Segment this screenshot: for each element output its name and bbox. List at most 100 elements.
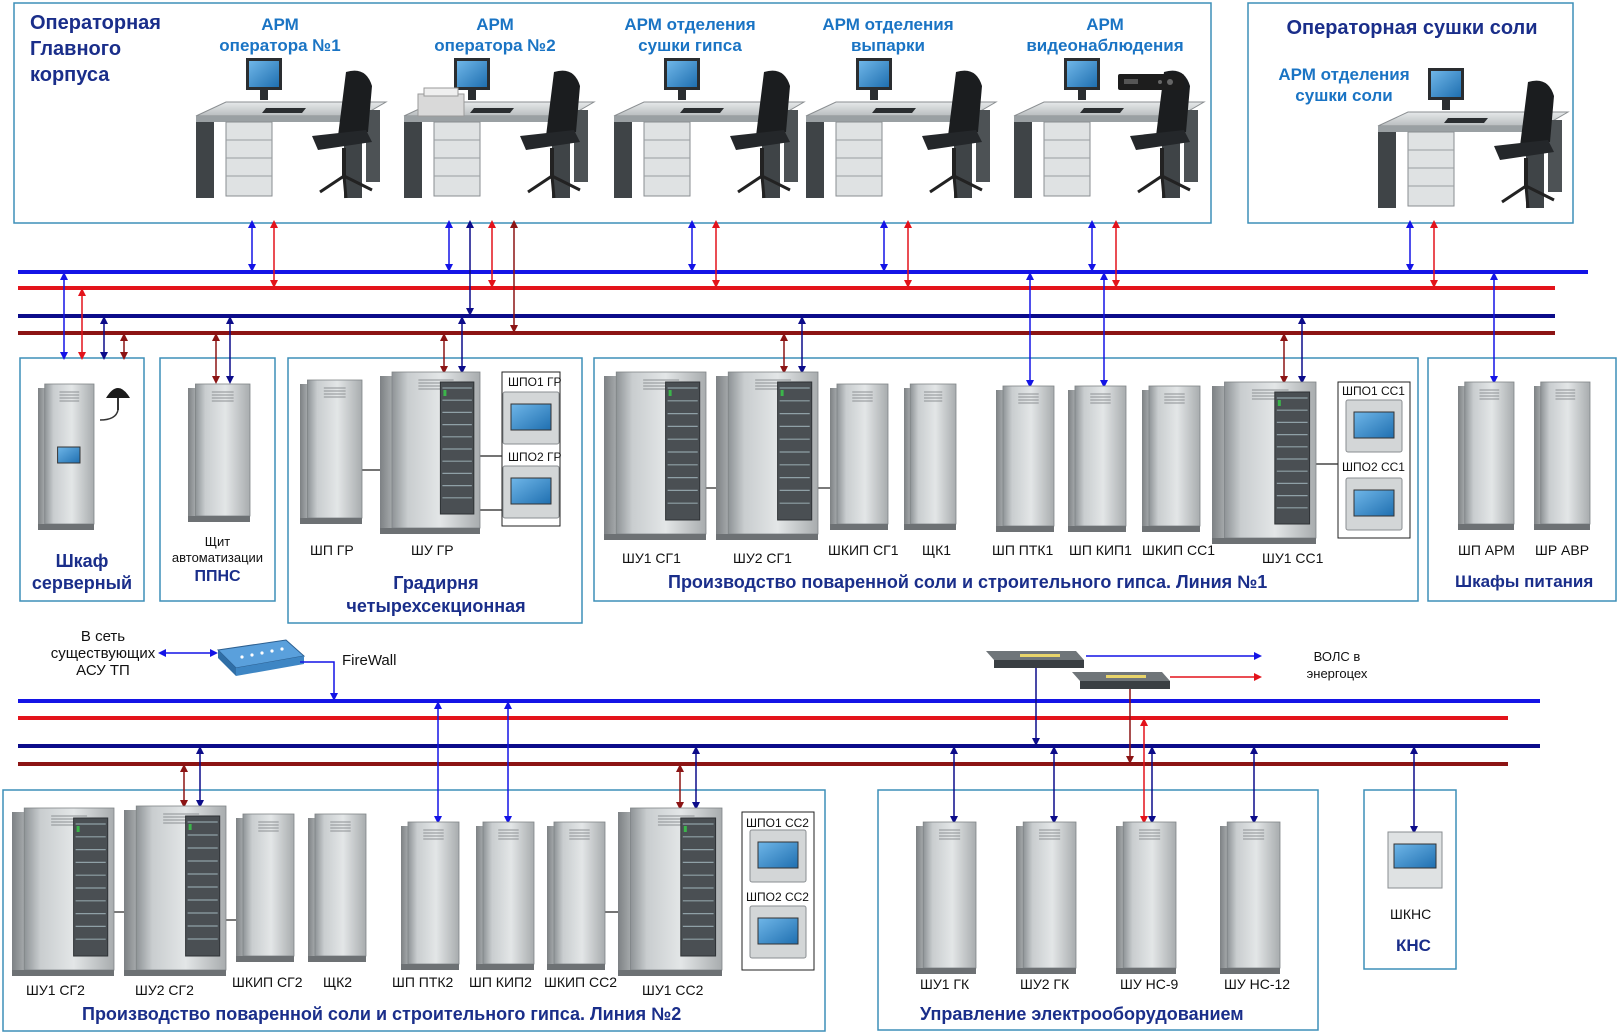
arm-operator-2-label: АРМ оператора №2 <box>425 14 565 56</box>
printer-icon <box>417 87 465 117</box>
arm-label-line: сушки гипса <box>638 36 742 55</box>
arm-salt-drying-label: АРМ отделения сушки соли <box>1264 64 1424 106</box>
panel-screen-icon <box>1353 411 1395 439</box>
cabinet-label: ЩК2 <box>323 974 353 990</box>
connection-arrows <box>60 220 1498 834</box>
cabinet-label: ШУ1 СГ1 <box>622 550 681 566</box>
panel-label: ШПО2 СС1 <box>1342 460 1405 474</box>
workstation-icon <box>1377 68 1570 209</box>
frame-gradirnya <box>287 357 583 624</box>
arm-label-line: АРМ <box>261 15 299 34</box>
firewall-router-icon <box>216 639 306 676</box>
cabinet-icon <box>1534 381 1591 530</box>
cabinet-label: ШУ НС-12 <box>1224 976 1291 992</box>
external-links <box>158 649 1262 764</box>
panel-label: ШПО2 ГР <box>508 450 562 464</box>
cabinet-label: ШУ2 СГ1 <box>733 550 792 566</box>
network-label-line: ВОЛС в <box>1313 649 1361 664</box>
gradirnya-panels <box>501 371 561 527</box>
fiber-link-label: ВОЛС в энергоцех <box>1296 648 1378 682</box>
panel-label: ШПО1 СС1 <box>1342 384 1405 398</box>
network-label-line: В сеть <box>80 628 126 645</box>
arm-label-line: АРМ <box>476 15 514 34</box>
workstation-icon <box>805 58 998 199</box>
panel-screen-icon <box>1353 489 1395 517</box>
frame-line1 <box>593 357 1419 602</box>
cabinet-label: ШКИП СГ2 <box>232 974 303 990</box>
cabinet-label: ШКИП СС2 <box>544 974 618 990</box>
panel-label: ШПО2 СС2 <box>746 890 809 904</box>
gradirnya-title: Градирня четырехсекционная <box>300 572 572 618</box>
frame-electro <box>877 789 1319 1031</box>
gradirnya-title-line: четырехсекционная <box>346 596 526 616</box>
server-title-line: серверный <box>31 573 133 593</box>
operator-panels <box>501 371 1411 971</box>
operator-salt-title: Операторная сушки соли <box>1286 17 1538 39</box>
cabinet-icon <box>236 813 295 962</box>
line1-title: Производство поваренной соли и строитель… <box>668 572 1268 592</box>
arm-evaporation-label: АРМ отделения выпарки <box>813 14 963 56</box>
ppns-label-line: автоматизации <box>171 550 264 565</box>
cabinet-label: ШУ1 ГК <box>920 976 970 992</box>
workstations <box>195 58 1570 209</box>
arm-label-line: выпарки <box>850 36 926 55</box>
cabinet-icon <box>904 383 957 530</box>
cabinet-icon <box>124 805 227 976</box>
workstation-icon <box>195 58 388 199</box>
cabinet-label: ШУ2 ГК <box>1020 976 1070 992</box>
server-cabinet-title: Шкаф серверный <box>22 550 142 594</box>
existing-asu-network-label: В сеть существующих АСУ ТП <box>38 628 168 679</box>
cabinet-icon <box>916 821 977 974</box>
cabinet-icon <box>1458 381 1515 530</box>
electro-title: Управление электрооборудованием <box>920 1004 1244 1024</box>
arm-video-label: АРМ видеонаблюдения <box>1017 14 1193 56</box>
workstation-icon <box>403 58 596 199</box>
panel-screen-icon <box>510 477 552 505</box>
cabinet-icon <box>618 807 723 976</box>
cabinet-icon <box>604 371 707 540</box>
cabinet-label: ШУ1 СС2 <box>642 982 704 998</box>
cabinet-icon <box>1220 821 1281 974</box>
cabinet-label: ШП ПТК2 <box>392 974 454 990</box>
gps-antenna-icon <box>99 388 130 421</box>
arm-label-line: видеонаблюдения <box>1026 36 1184 55</box>
network-label-line: энергоцех <box>1306 666 1368 681</box>
cabinet-label: ШКИП СС1 <box>1142 542 1216 558</box>
frame-line2 <box>2 789 826 1032</box>
ppns-label: Щит автоматизации ППНС <box>162 534 273 588</box>
operator-main-title: Операторная Главного корпуса <box>30 10 161 88</box>
operator-main-title-line: Операторная <box>30 12 161 34</box>
panel-screen-icon <box>757 917 799 945</box>
arm-operator-1-label: АРМ оператора №1 <box>215 14 345 56</box>
frame-operator-main <box>13 2 1212 224</box>
network-label-line: АСУ ТП <box>76 662 130 679</box>
cabinet-label: ШУ1 СС1 <box>1262 550 1324 566</box>
arm-label-line: АРМ <box>1086 15 1124 34</box>
arm-label-line: оператора №1 <box>219 36 341 55</box>
cabinet-icon <box>476 821 535 970</box>
panel-label: ШПО1 ГР <box>508 375 562 389</box>
cabinet-icon <box>1142 385 1201 532</box>
cabinet-icon <box>1116 821 1177 974</box>
panel-screen-icon <box>757 841 799 869</box>
cabinet-icon <box>1068 385 1127 532</box>
cabinet-label: ШП КИП1 <box>1069 542 1132 558</box>
arm-label-line: АРМ отделения <box>1278 65 1410 84</box>
line2-panels <box>741 811 815 971</box>
cabinet-label: ШП ПТК1 <box>992 542 1054 558</box>
cabinet-label: ШП АРМ <box>1458 542 1515 558</box>
arm-label-line: АРМ отделения <box>822 15 954 34</box>
kns-title: КНС <box>1396 936 1431 955</box>
operator-main-title-line: корпуса <box>30 64 110 86</box>
cabinet-icon <box>12 807 115 976</box>
cabinet-icon <box>380 371 481 534</box>
arm-gypsum-drying-label: АРМ отделения сушки гипса <box>615 14 765 56</box>
cabinet-label: ШР АВР <box>1535 542 1590 558</box>
line1-panels <box>1337 381 1411 539</box>
cabinet-label: ШУ2 СГ2 <box>135 982 194 998</box>
workstation-icon <box>1013 58 1206 199</box>
cabinet-icon <box>300 379 363 524</box>
operator-main-title-line: Главного <box>30 38 122 60</box>
